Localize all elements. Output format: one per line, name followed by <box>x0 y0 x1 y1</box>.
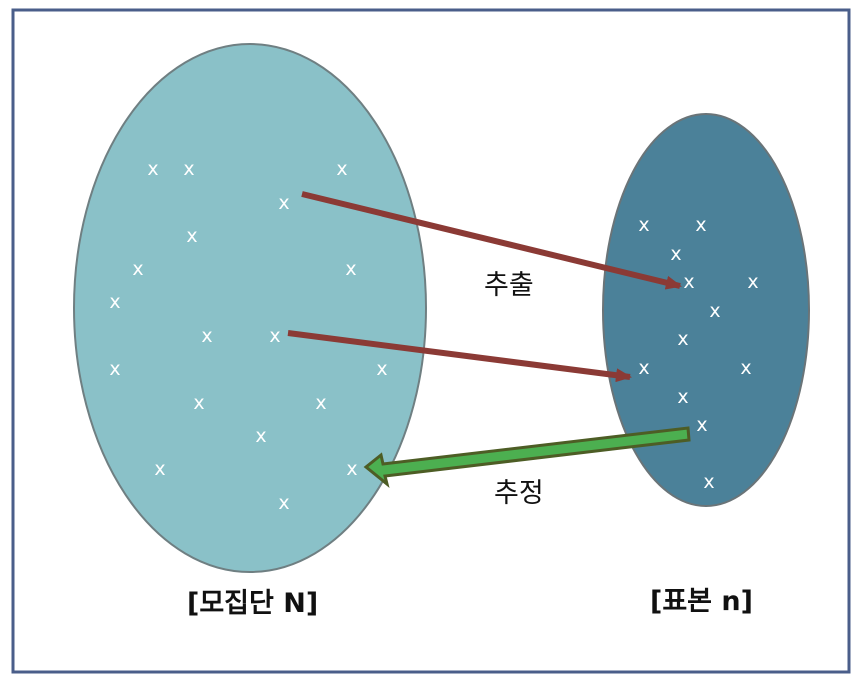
estimate-arrow <box>363 426 691 488</box>
population-marker: x <box>336 158 347 180</box>
population-marker: x <box>183 158 194 180</box>
sample-marker: x <box>747 271 758 293</box>
population-marker: x <box>109 291 120 313</box>
population-marker: x <box>346 458 357 480</box>
population-marker: x <box>132 258 143 280</box>
population-marker: x <box>147 158 158 180</box>
sample-marker: x <box>677 386 688 408</box>
population-marker: x <box>154 458 165 480</box>
population-marker: x <box>186 225 197 247</box>
population-marker: x <box>345 258 356 280</box>
population-marker: x <box>278 492 289 514</box>
extract-arrow-lower <box>287 330 632 383</box>
sample-marker: x <box>696 414 707 436</box>
population-marker: x <box>201 325 212 347</box>
population-label: [모집단 N] <box>187 588 318 619</box>
population-marker: x <box>315 392 326 414</box>
extract-label: 추출 <box>484 270 534 301</box>
population-marker: x <box>269 325 280 347</box>
sample-marker: x <box>677 328 688 350</box>
estimate-label: 추정 <box>494 478 544 509</box>
sample-ellipse <box>602 113 810 507</box>
sample-marker: x <box>740 357 751 379</box>
sample-marker: x <box>695 214 706 236</box>
sample-marker: x <box>670 243 681 265</box>
sample-marker: x <box>638 214 649 236</box>
sample-marker: x <box>703 471 714 493</box>
population-marker: x <box>278 192 289 214</box>
population-marker: x <box>193 392 204 414</box>
extract-arrow-upper <box>301 191 682 290</box>
sample-marker: x <box>638 357 649 379</box>
population-marker: x <box>376 358 387 380</box>
sample-marker: x <box>683 271 694 293</box>
sample-label: [표본 n] <box>650 586 753 617</box>
population-marker: x <box>255 425 266 447</box>
population-ellipse <box>73 43 427 573</box>
population-marker: x <box>109 358 120 380</box>
sample-marker: x <box>709 300 720 322</box>
